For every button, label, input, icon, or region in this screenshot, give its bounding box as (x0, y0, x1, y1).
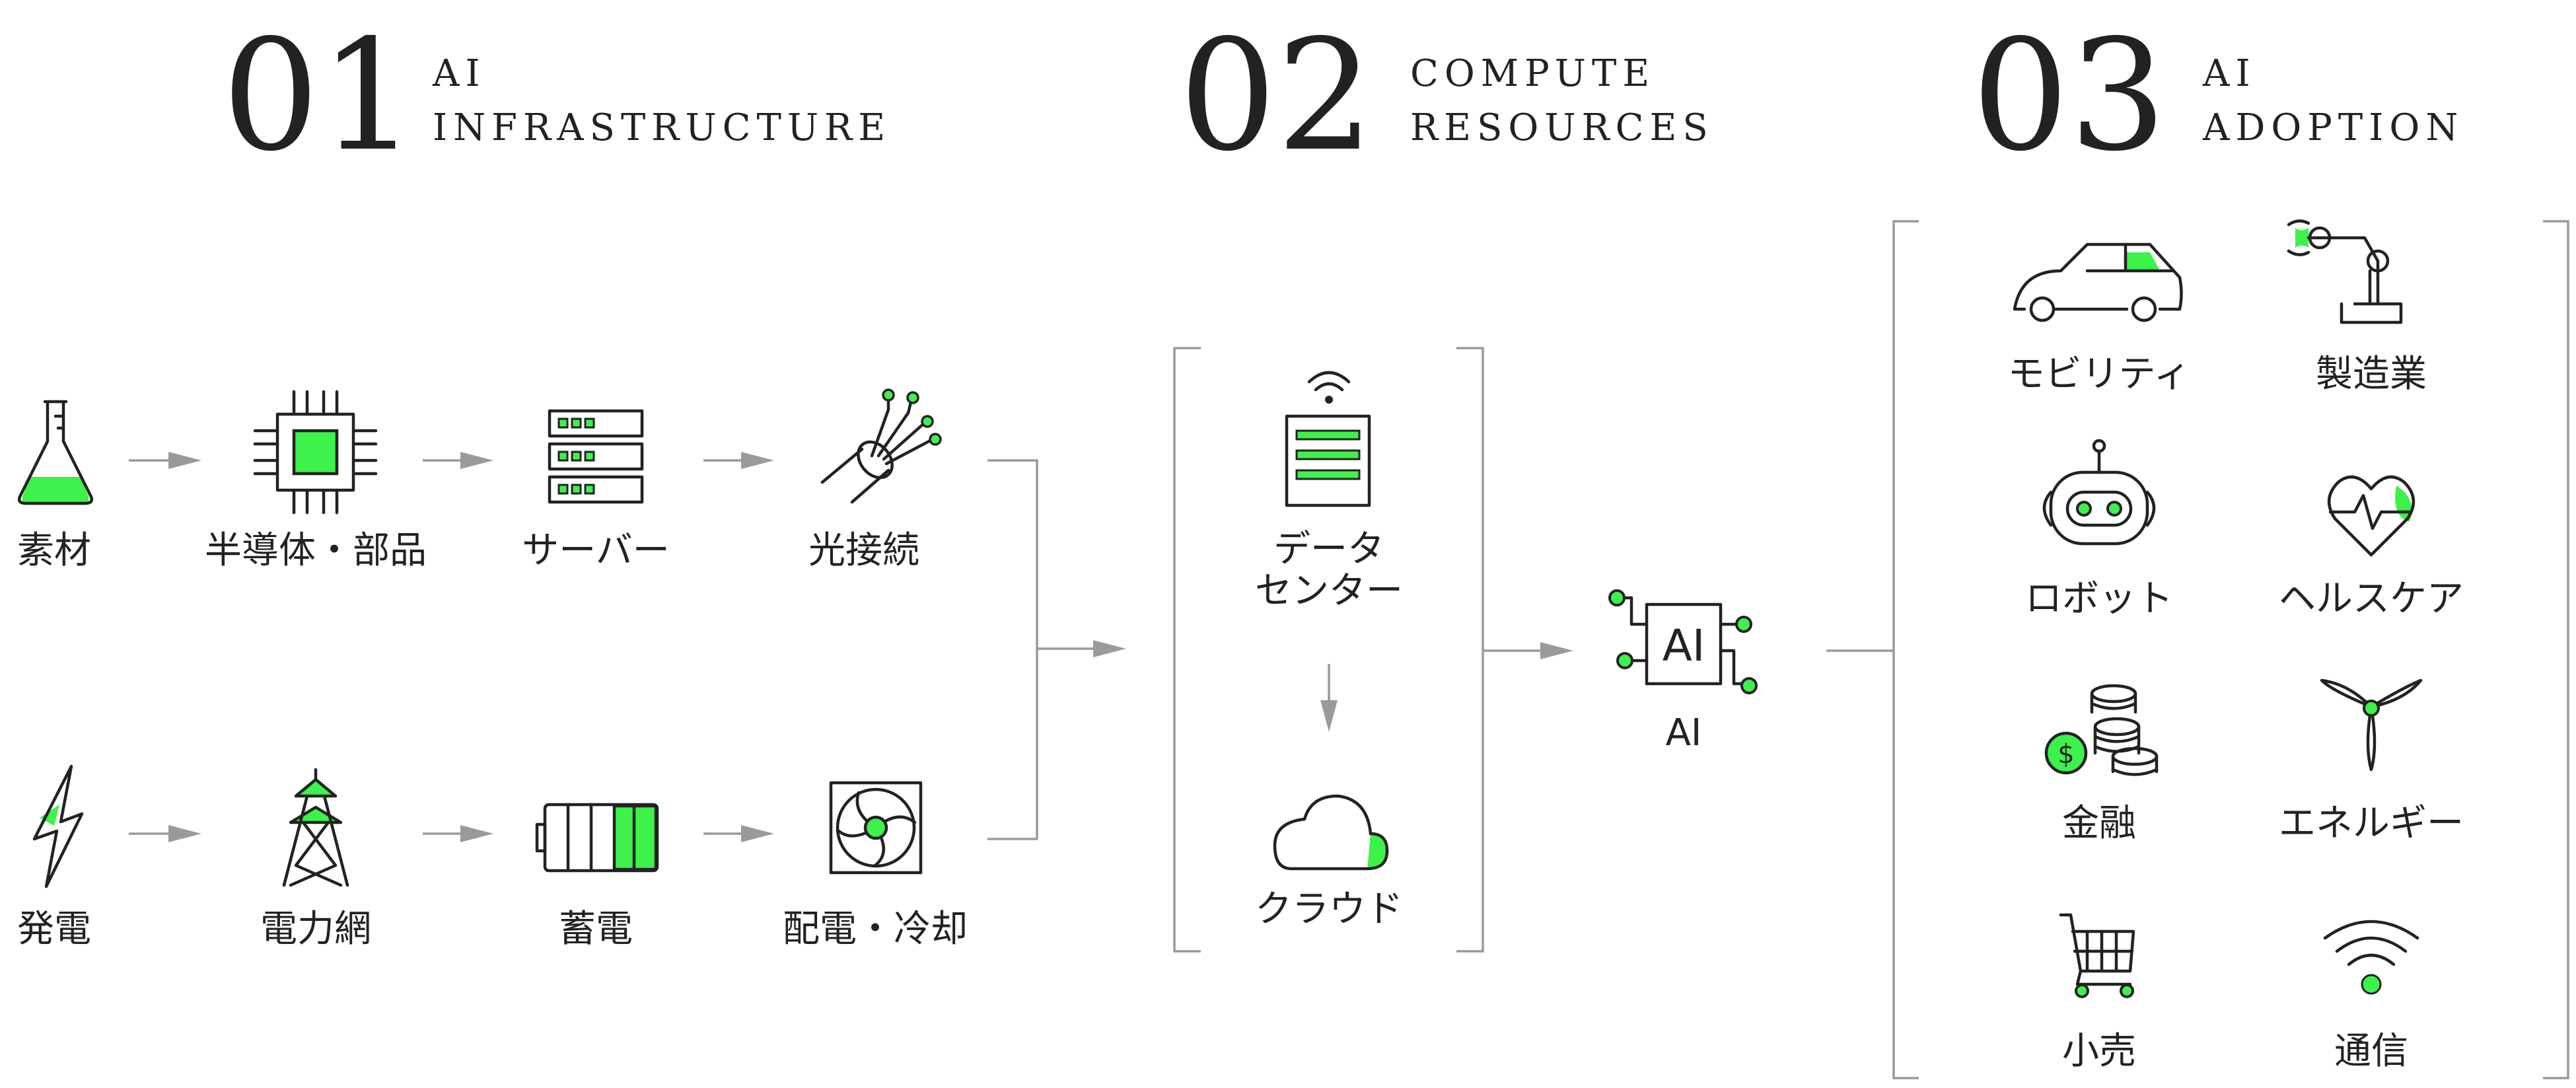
label-power-generation: 発電 (17, 908, 91, 951)
label-servers: サーバー (522, 529, 669, 572)
section-title-line2: RESOURCES (1410, 106, 1714, 149)
section-header-03: 03 AI ADOPTION (1972, 7, 2464, 185)
section-title-line2: ADOPTION (2202, 106, 2464, 149)
ai-chip-icon: AI (1608, 589, 1758, 694)
heart-icon (2327, 475, 2415, 557)
row2-arrows (129, 825, 774, 842)
datacenter-icon (1285, 371, 1371, 507)
section-number: 02 (1179, 7, 1374, 185)
label-manufacturing: 製造業 (2316, 353, 2427, 396)
adoption-bracket (1892, 220, 2569, 1079)
label-distribution-cooling: 配電・冷却 (783, 908, 968, 951)
car-icon (2013, 242, 2183, 322)
ai-chip-text: AI (1663, 620, 1705, 671)
label-power-grid: 電力網 (260, 908, 371, 951)
label-cloud: クラウド (1255, 888, 1403, 931)
svg-text:$: $ (2057, 739, 2074, 770)
label-semiconductors: 半導体・部品 (205, 529, 427, 572)
flask-icon (17, 400, 94, 505)
label-datacenter-line1: データ (1273, 528, 1384, 571)
optical-fiber-icon (820, 388, 942, 504)
label-optical-connection: 光接続 (808, 529, 919, 572)
wifi-icon (2323, 920, 2419, 995)
section-title-line2: INFRASTRUCTURE (433, 106, 891, 149)
section-title-line1: AI (432, 52, 486, 95)
coins-icon: $ (2044, 684, 2159, 776)
section-title-line1: COMPUTE (1410, 52, 1655, 95)
label-mobility: モビリティ (2008, 353, 2191, 396)
row1-arrows (129, 452, 774, 469)
fan-icon (829, 781, 923, 875)
chip-icon (253, 390, 378, 515)
label-finance: 金融 (2062, 802, 2136, 845)
label-retail: 小売 (2062, 1030, 2136, 1073)
label-energy: エネルギー (2279, 802, 2464, 845)
label-robots: ロボット (2025, 577, 2173, 620)
merge-connector (987, 459, 1126, 840)
label-ai: AI (1666, 711, 1702, 754)
section-number: 03 (1972, 7, 2166, 185)
power-tower-icon (282, 768, 349, 887)
lightning-icon (32, 764, 84, 889)
section-header-02: 02 COMPUTE RESOURCES (1179, 7, 1714, 185)
battery-icon (535, 803, 659, 873)
cloud-icon (1273, 794, 1389, 871)
compute-to-ai-connector (1483, 642, 1573, 659)
section-number: 01 (222, 7, 417, 185)
label-telecom: 通信 (2334, 1030, 2408, 1073)
wind-turbine-icon (2320, 678, 2423, 772)
robot-head-icon (2042, 439, 2156, 546)
robot-arm-icon (2287, 219, 2403, 324)
label-materials: 素材 (17, 529, 91, 572)
label-energy-storage: 蓄電 (559, 908, 633, 951)
label-datacenter-line2: センター (1255, 569, 1403, 612)
label-healthcare: ヘルスケア (2279, 577, 2464, 620)
server-icon (548, 409, 644, 504)
cart-icon (2059, 913, 2135, 998)
section-header-01: 01 AI INFRASTRUCTURE (222, 7, 891, 185)
down-arrow (1320, 664, 1338, 732)
section-title-line1: AI (2202, 52, 2256, 95)
